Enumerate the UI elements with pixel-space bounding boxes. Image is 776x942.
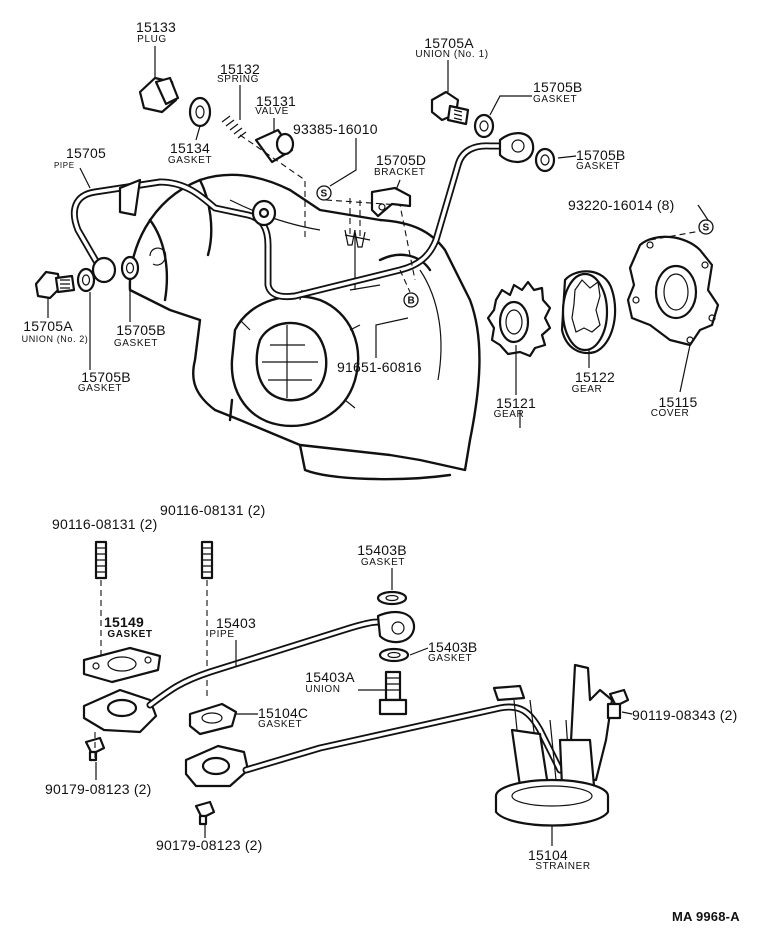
- union-15403A-drawing: [378, 670, 408, 716]
- label-15149-name: GASKET: [107, 629, 153, 640]
- label-15705B-top2-number: 15705B: [576, 147, 626, 163]
- label-93220-number: 93220-16014 (8): [568, 197, 675, 213]
- gasket-15104C-drawing: [188, 702, 238, 736]
- label-15705B-top1-name: GASKET: [533, 94, 578, 105]
- diagram-code: MA 9968-A: [672, 909, 740, 924]
- symbol-b: B: [403, 292, 419, 308]
- label-91651-number: 91651-60816: [337, 359, 422, 375]
- label-15705B-top1-number: 15705B: [533, 79, 583, 95]
- symbol-s-2: S: [698, 219, 714, 235]
- union-no2-drawing: [34, 255, 140, 300]
- relief-valve-drawing: [138, 76, 306, 240]
- gaskets-15403B-drawing: [376, 590, 410, 663]
- label-15149-number: 15149: [104, 614, 144, 630]
- label-15705D-name: BRACKET: [374, 167, 426, 178]
- cover-15115-drawing: [626, 235, 720, 347]
- label-15403A-number: 15403A: [305, 669, 355, 685]
- leader-lines: [47, 46, 709, 846]
- label-93385-number: 93385-16010: [293, 121, 378, 137]
- label-15705B-mid-number: 15705B: [116, 322, 166, 338]
- pipe-15403-drawing: [82, 610, 416, 734]
- label-15705B-top2-name: GASKET: [576, 161, 621, 172]
- label-15705A-no1-number: 15705A: [424, 35, 474, 51]
- label-15403-name: PIPE: [209, 629, 235, 640]
- label-15121-name: GEAR: [493, 409, 525, 420]
- label-15705B-low-number: 15705B: [81, 369, 131, 385]
- engine-block-outline: [128, 173, 481, 481]
- label-90116b-number: 90116-08131 (2): [160, 502, 266, 518]
- label-15705B-mid-name: GASKET: [113, 338, 159, 349]
- label-15122-name: GEAR: [571, 384, 603, 395]
- label-15705B-low-name: GASKET: [77, 383, 123, 394]
- svg-text:B: B: [408, 296, 415, 307]
- label-15403B-1-name: GASKET: [360, 557, 406, 568]
- label-15705A-no1-name: UNION (No. 1): [415, 49, 489, 60]
- label-15132-name: SPRING: [217, 74, 259, 85]
- gear-15121-drawing: [486, 280, 552, 358]
- label-15705-name: PIPE: [54, 161, 75, 170]
- label-15122-number: 15122: [575, 369, 615, 385]
- label-15705D-number: 15705D: [376, 152, 427, 168]
- svg-text:S: S: [703, 223, 710, 234]
- label-15705A-no2-number: 15705A: [23, 318, 73, 334]
- label-15134-name: GASKET: [167, 155, 213, 166]
- label-15115-number: 15115: [658, 394, 698, 410]
- label-90179a-number: 90179-08123 (2): [45, 781, 152, 797]
- bracket-drawing: [344, 186, 412, 248]
- label-90119-number: 90119-08343 (2): [632, 707, 738, 723]
- strainer-15104-drawing: [184, 663, 614, 827]
- label-15403B-1-number: 15403B: [357, 542, 407, 558]
- label-15403A-name: UNION: [305, 684, 341, 695]
- label-15133-number: 15133: [136, 19, 176, 35]
- label-15121-number: 15121: [496, 395, 536, 411]
- label-90116a-number: 90116-08131 (2): [52, 516, 158, 532]
- stud-bolts-drawing: [94, 540, 214, 700]
- gear-15122-drawing: [560, 270, 617, 355]
- gasket-15149-drawing: [82, 646, 162, 684]
- label-15104-name: STRAINER: [535, 861, 591, 872]
- label-15104-number: 15104: [528, 847, 568, 863]
- label-15403-number: 15403: [216, 615, 256, 631]
- label-15403B-2-name: GASKET: [428, 653, 473, 664]
- label-15131-number: 15131: [256, 93, 296, 109]
- label-15132-number: 15132: [220, 61, 260, 77]
- label-15705A-no2-name: UNION (No. 2): [21, 334, 89, 344]
- label-90179b-number: 90179-08123 (2): [156, 837, 263, 853]
- svg-text:S: S: [321, 189, 328, 200]
- pipe-15705-drawing: [70, 132, 535, 301]
- label-15403B-2-number: 15403B: [428, 639, 478, 655]
- label-15115-name: COVER: [650, 408, 690, 419]
- bolts-drawing: [84, 688, 630, 826]
- label-15705-number: 15705: [66, 145, 106, 161]
- symbol-s-1: S: [316, 185, 332, 201]
- label-15131-name: VALVE: [255, 106, 289, 117]
- label-15133-name: PLUG: [137, 34, 167, 45]
- union-no1-drawing: [430, 90, 556, 173]
- label-15104C-number: 15104C: [258, 705, 309, 721]
- label-15134-number: 15134: [170, 140, 210, 156]
- label-15104C-name: GASKET: [258, 719, 303, 730]
